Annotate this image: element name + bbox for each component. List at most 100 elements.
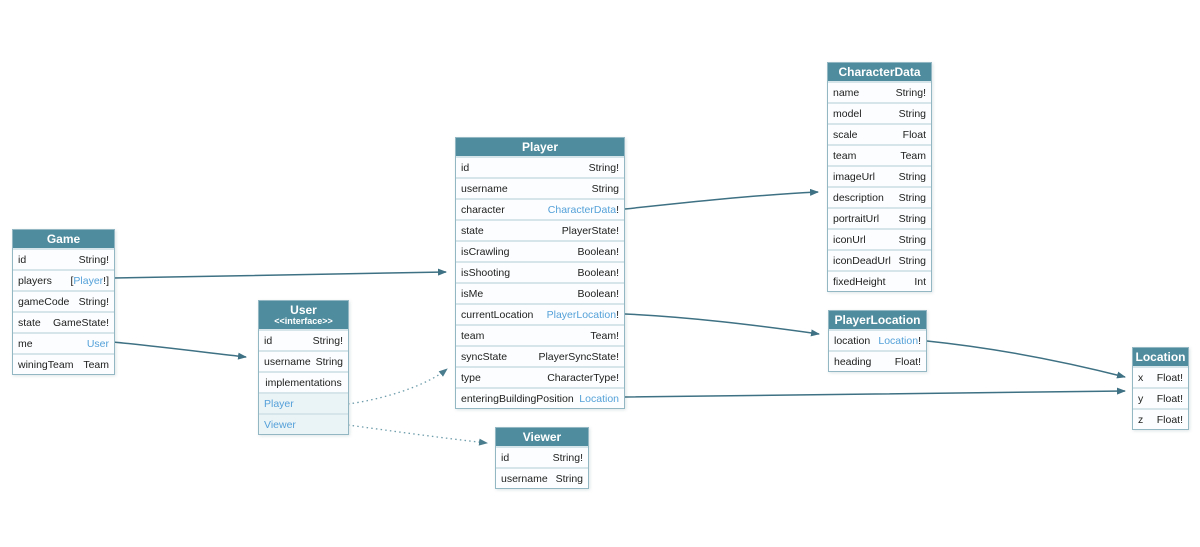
field-name: z (1138, 413, 1144, 426)
node-header-playerlocation[interactable]: PlayerLocation (829, 311, 926, 331)
field-row-currentlocation[interactable]: currentLocation PlayerLocation! (456, 305, 624, 326)
edge-player-character-to-characterdata[interactable] (624, 188, 819, 210)
field-row-me[interactable]: me User (13, 334, 114, 355)
type-link[interactable]: Location (878, 334, 919, 347)
type-text: Team (83, 358, 109, 371)
field-row-players[interactable]: players [Player!] (13, 271, 114, 292)
field-name: me (18, 337, 33, 350)
type-text: String (898, 107, 926, 120)
field-name: syncState (461, 350, 508, 363)
edge-user-player-to-player[interactable] (347, 368, 448, 405)
field-row-viewer[interactable]: Viewer (259, 415, 348, 434)
implementation-link[interactable]: Player (264, 397, 294, 410)
field-row-isshooting[interactable]: isShooting Boolean! (456, 263, 624, 284)
field-name: username (501, 472, 548, 485)
field-type: PlayerLocation! (547, 309, 619, 321)
edge-game-players-to-player[interactable] (112, 268, 447, 279)
node-header-characterdata[interactable]: CharacterData (828, 63, 931, 83)
field-type: String (592, 183, 619, 195)
field-type: Location (579, 393, 619, 405)
edge-player-currentlocation-to-playerlocation[interactable] (624, 313, 820, 337)
field-name: players (18, 274, 52, 287)
node-header-viewer[interactable]: Viewer (496, 428, 588, 448)
field-name: x (1138, 371, 1144, 384)
field-type: Boolean! (578, 267, 619, 279)
field-name: isShooting (461, 266, 511, 279)
field-name: gameCode (18, 295, 70, 308)
type-link[interactable]: Player (73, 274, 104, 287)
implementation-link[interactable]: Viewer (264, 418, 296, 431)
field-name: id (461, 161, 470, 174)
edge-game-me-to-user[interactable] (112, 341, 247, 360)
field-name: state (461, 224, 484, 237)
field-type: [Player!] (70, 275, 109, 287)
type-text: String (898, 170, 926, 183)
field-row-implementations[interactable]: implementations (259, 373, 348, 394)
node-title: Viewer (522, 430, 562, 444)
field-type: GameState! (53, 317, 109, 329)
type-link[interactable]: User (86, 337, 109, 350)
type-link[interactable]: PlayerLocation (546, 308, 617, 321)
edge-player-enteringbuildingposition-to-location[interactable] (624, 387, 1126, 398)
field-name: type (461, 371, 481, 384)
type-text: Float! (894, 355, 921, 368)
edge-user-viewer-to-viewer[interactable] (347, 424, 488, 446)
field-name: currentLocation (461, 308, 534, 321)
node-header-game[interactable]: Game (13, 230, 114, 250)
edge-playerlocation-location-to-location[interactable] (926, 340, 1126, 379)
node-header-player[interactable]: Player (456, 138, 624, 158)
field-row-player[interactable]: Player (259, 394, 348, 415)
field-type: String! (896, 87, 926, 99)
field-type: Boolean! (578, 246, 619, 258)
type-link[interactable]: CharacterData (547, 203, 617, 216)
node-header-location[interactable]: Location (1133, 348, 1188, 368)
field-type: Float (903, 129, 926, 141)
node-header-user[interactable]: User<<interface>> (259, 301, 348, 331)
type-link[interactable]: Location (579, 392, 619, 405)
type-text: ! (616, 308, 619, 321)
node-title: Player (521, 140, 559, 154)
field-type: Float! (895, 356, 921, 368)
